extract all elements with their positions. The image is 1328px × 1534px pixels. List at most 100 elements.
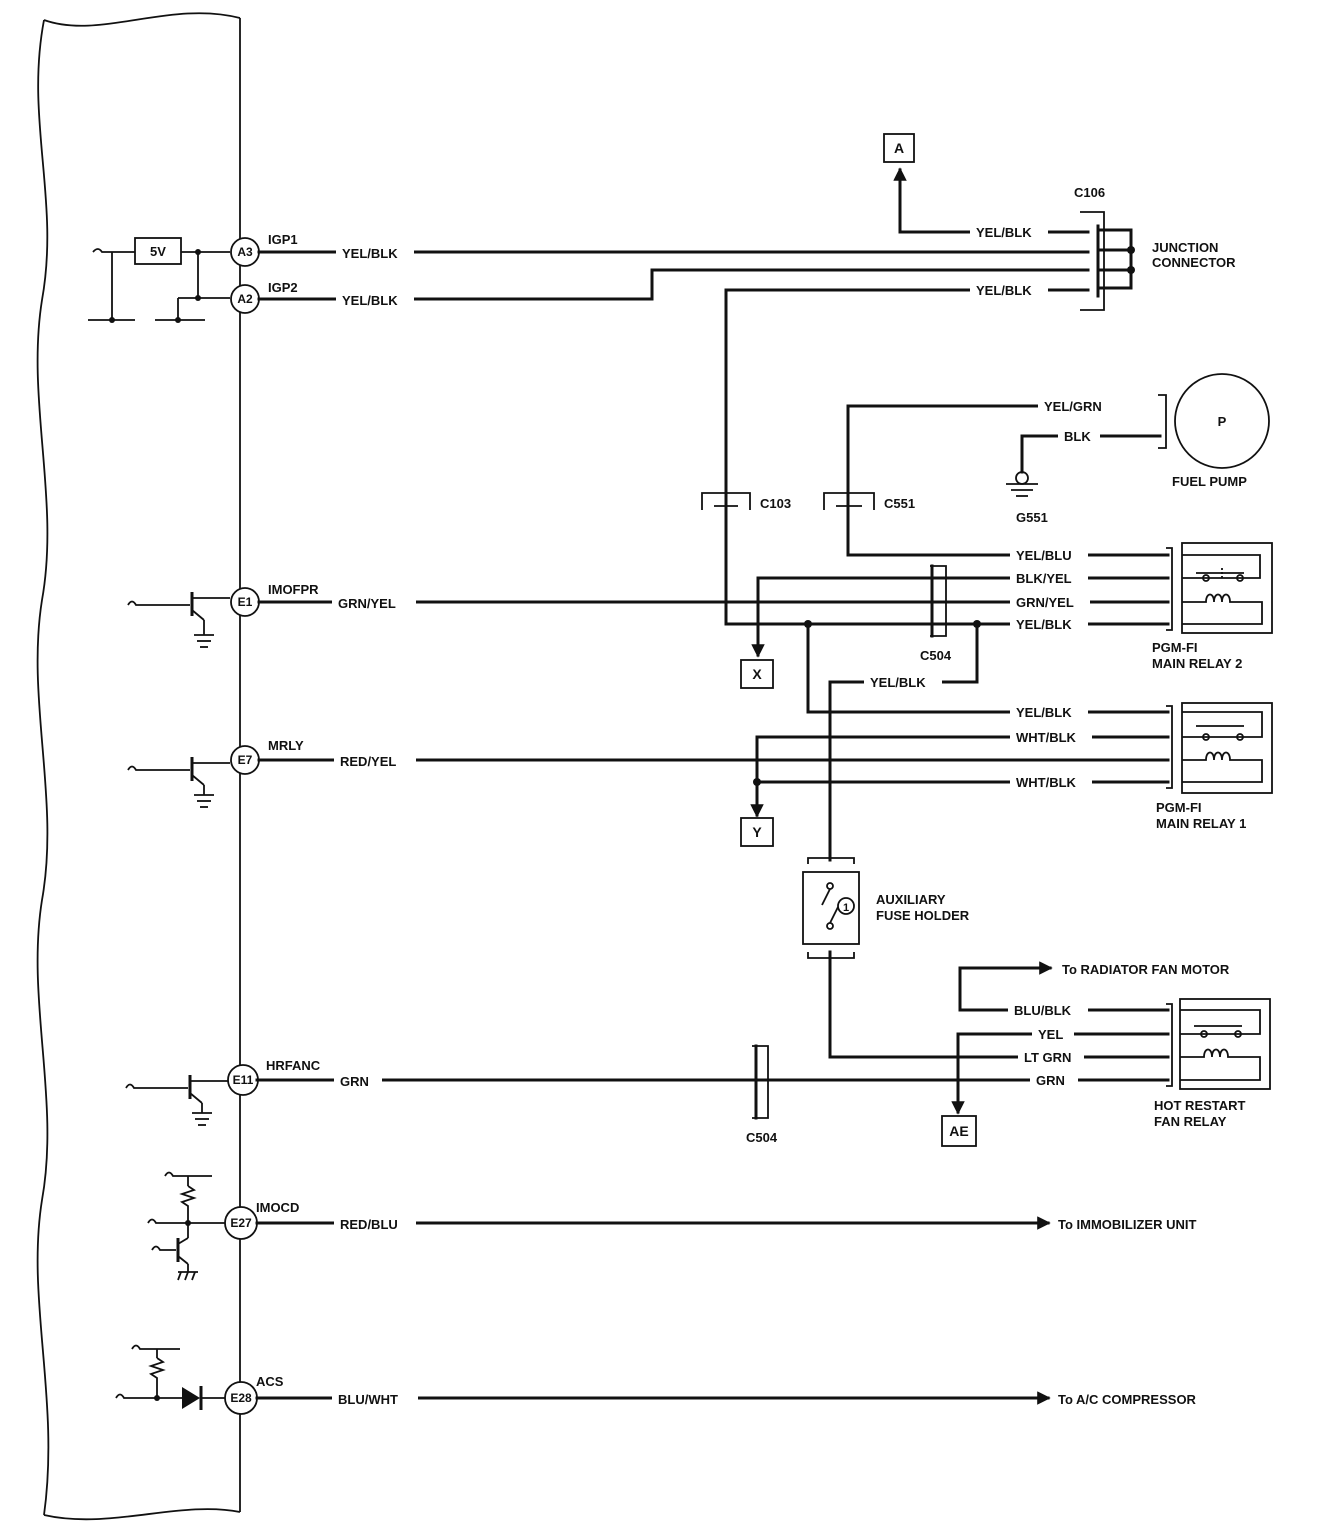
svg-text:C103: C103 [760,496,791,511]
transistor-e1-icon [127,592,230,648]
svg-text:FAN RELAY: FAN RELAY [1154,1114,1227,1129]
svg-text:A3: A3 [237,245,253,259]
svg-text:YEL/GRN: YEL/GRN [1044,399,1102,414]
destination-labels: To IMMOBILIZER UNIT To A/C COMPRESSOR [1058,1217,1197,1407]
transistor-e7-icon [127,757,230,808]
svg-text:G551: G551 [1016,510,1048,525]
pin-e27: E27 [224,1206,258,1240]
ref-ae: AE [941,1115,977,1147]
pin-a2: A2 [230,284,260,314]
svg-text:IMOFPR: IMOFPR [268,582,319,597]
ground-g551-icon [1006,471,1038,497]
svg-text:E7: E7 [238,753,253,767]
ref-y: Y [740,817,774,847]
svg-text:YEL/BLK: YEL/BLK [1016,617,1072,632]
aux-fuse-holder: 1 AUXILIARY FUSE HOLDER [802,857,970,959]
relay-1-icon [1181,702,1273,794]
fuel-pump-icon [1174,373,1270,469]
svg-text:C504: C504 [746,1130,778,1145]
svg-text:GRN: GRN [1036,1073,1065,1088]
svg-text:X: X [752,666,762,682]
connector-c504-bottom: C504 [746,1044,778,1145]
svg-text:AUXILIARY: AUXILIARY [876,892,946,907]
svg-text:IMOCD: IMOCD [256,1200,299,1215]
inline-connectors: C103 C551 C504 C504 [701,492,952,1145]
svg-text:E28: E28 [230,1391,252,1405]
wire-label-e27: RED/BLU [340,1217,398,1232]
ecm-pins: A3 A2 E1 E7 E11 E27 E28 [224,237,260,1415]
svg-text:HOT RESTART: HOT RESTART [1154,1098,1246,1113]
wire-label-e11: GRN [340,1074,369,1089]
fan-relay: HOT RESTART FAN RELAY To RADIATOR FAN MO… [1062,962,1271,1129]
svg-text:E11: E11 [233,1073,254,1087]
svg-text:PGM-FI: PGM-FI [1152,640,1198,655]
junction-connector: C106 JUNCTION CONNECTOR [1074,185,1236,311]
connector-c551: C551 [823,492,915,511]
svg-text:IGP2: IGP2 [268,280,298,295]
wire-label-e7: RED/YEL [340,754,396,769]
svg-text:YEL/BLK: YEL/BLK [976,283,1032,298]
regulator-5v [134,237,182,265]
svg-text:YEL/BLK: YEL/BLK [870,675,926,690]
wire-labels: YEL/BLK YEL/BLK GRN/YEL RED/YEL GRN RED/… [332,222,1120,1408]
svg-text:E1: E1 [238,595,253,609]
svg-text:HRFANC: HRFANC [266,1058,321,1073]
transistor-e27-icon [147,1171,225,1281]
svg-text:C504: C504 [920,648,952,663]
svg-text:WHT/BLK: WHT/BLK [1016,775,1077,790]
svg-text:MAIN RELAY 1: MAIN RELAY 1 [1156,816,1246,831]
pin-e7: E7 [230,745,260,775]
svg-text:YEL: YEL [1038,1027,1063,1042]
svg-text:MAIN RELAY 2: MAIN RELAY 2 [1152,656,1242,671]
svg-text:BLK: BLK [1064,429,1091,444]
pin-a3: A3 [230,237,260,267]
svg-text:YEL/BLU: YEL/BLU [1016,548,1072,563]
wire-label-e1: GRN/YEL [338,596,396,611]
svg-text:YEL/BLK: YEL/BLK [976,225,1032,240]
wire-label-a2: YEL/BLK [342,293,398,308]
svg-text:FUSE HOLDER: FUSE HOLDER [876,908,970,923]
svg-text:LT GRN: LT GRN [1024,1050,1071,1065]
to-radiator-label: To RADIATOR FAN MOTOR [1062,962,1230,977]
relay-2-icon [1181,542,1273,634]
svg-text:YEL/BLK: YEL/BLK [1016,705,1072,720]
diode-e28-icon [115,1344,225,1410]
ref-x: X [740,659,774,689]
svg-text:A: A [894,140,904,156]
svg-text:GRN/YEL: GRN/YEL [1016,595,1074,610]
svg-text:C551: C551 [884,496,915,511]
pin-e11: E11 [227,1064,259,1096]
relay-2: PGM-FI MAIN RELAY 2 [1152,542,1273,671]
pin-function-labels: IGP1 IGP2 IMOFPR MRLY HRFANC IMOCD ACS [256,232,321,1389]
pin-e1: E1 [230,587,260,617]
svg-text:WHT/BLK: WHT/BLK [1016,730,1077,745]
ecm-drivers [115,592,230,1410]
svg-text:Y: Y [752,824,762,840]
reference-boxes: A X Y AE [740,133,977,1147]
svg-text:PGM-FI: PGM-FI [1156,800,1202,815]
svg-text:MRLY: MRLY [268,738,304,753]
transistor-e11-icon [125,1075,228,1126]
svg-text:C106: C106 [1074,185,1105,200]
ref-a: A [883,133,915,163]
svg-text:JUNCTION: JUNCTION [1152,240,1218,255]
svg-text:E27: E27 [230,1216,252,1230]
svg-text:BLU/BLK: BLU/BLK [1014,1003,1072,1018]
fuse-icon [802,871,860,945]
ecm-power-circuit: 5V [88,237,230,323]
svg-text:A2: A2 [237,292,253,306]
svg-text:FUEL PUMP: FUEL PUMP [1172,474,1247,489]
to-ac-label: To A/C COMPRESSOR [1058,1392,1197,1407]
svg-text:ACS: ACS [256,1374,284,1389]
svg-text:AE: AE [949,1123,968,1139]
fuel-pump: P FUEL PUMP G551 [1006,373,1270,525]
relay-1: PGM-FI MAIN RELAY 1 [1156,702,1273,831]
pin-e28: E28 [224,1381,258,1415]
to-immobilizer-label: To IMMOBILIZER UNIT [1058,1217,1196,1232]
connector-c103: C103 [701,492,791,511]
svg-text:1: 1 [843,902,849,914]
wire-label-e28: BLU/WHT [338,1392,398,1407]
svg-text:IGP1: IGP1 [268,232,298,247]
wire-label-a3: YEL/BLK [342,246,398,261]
